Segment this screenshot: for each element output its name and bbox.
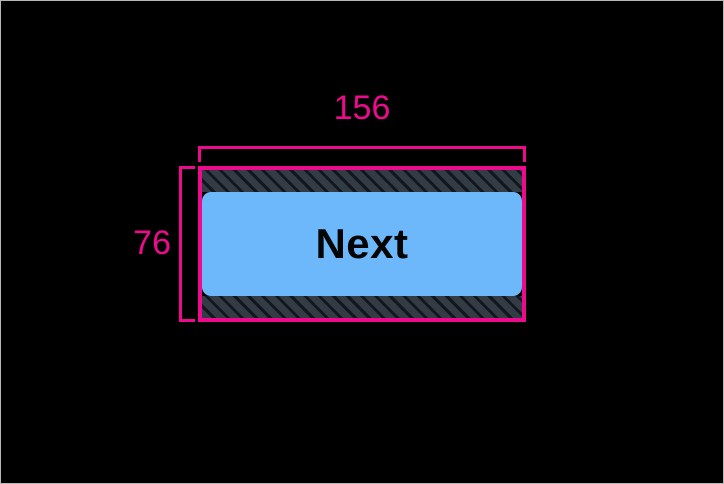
width-measurement-label: 156 xyxy=(333,89,391,127)
top-spacing-hatch-band xyxy=(202,170,522,192)
height-measurement-label: 76 xyxy=(133,224,171,262)
element-selection-box[interactable]: Next xyxy=(198,166,526,322)
next-button-label: Next xyxy=(315,220,409,267)
width-dimension-bracket xyxy=(198,146,526,162)
height-dimension-bracket xyxy=(179,166,195,322)
bottom-spacing-hatch-band xyxy=(202,296,522,318)
next-button[interactable]: Next xyxy=(202,192,522,296)
